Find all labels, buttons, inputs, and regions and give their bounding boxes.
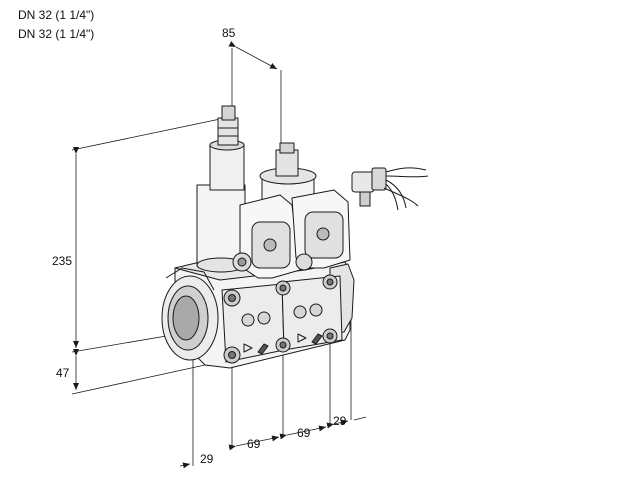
right-adjuster-nut: [275, 149, 299, 177]
right-adjuster-top: [279, 142, 295, 154]
left-column-lower: [196, 184, 246, 266]
dim-label-29-left: 29: [200, 452, 214, 466]
model-label-2: DN 32 (1 1/4"): [18, 27, 95, 41]
dim-line-69-1: [228, 435, 280, 451]
bolt-1-hole: [228, 294, 236, 302]
left-adjuster-top: [221, 105, 236, 121]
flow-arrow-icon-right: [297, 333, 307, 343]
bolt-5-hole: [326, 278, 334, 286]
dim-label-47: 47: [56, 366, 70, 380]
connector-housing: [351, 171, 375, 193]
dim-label-29-right: 29: [333, 414, 347, 428]
coil-lug-left-hole: [237, 257, 247, 267]
bolt-6-hole: [326, 332, 334, 340]
left-column-upper: [209, 144, 245, 191]
dimension-lines: [71, 41, 367, 469]
dim-label-85: 85: [222, 26, 236, 40]
ext-line-47-bottom: [71, 364, 206, 395]
test-port-1: [241, 313, 255, 327]
solenoid-screw-right: [316, 227, 330, 241]
connector-gland: [359, 191, 371, 207]
dim-label-69-2: 69: [297, 426, 311, 440]
bolt-4-hole: [279, 341, 287, 349]
left-adjuster-nut: [217, 117, 239, 146]
test-port-3: [293, 305, 307, 319]
inlet-port-bore: [172, 295, 200, 341]
dim-line-29-left: [179, 462, 191, 469]
dim-line-29-right-tail: [353, 416, 367, 421]
electrical-connector: [351, 167, 429, 211]
dim-label-235: 235: [52, 254, 72, 268]
header: DN 32 (1 1/4") DN 32 (1 1/4"): [18, 6, 94, 44]
solenoid-screw-left: [263, 238, 277, 252]
flow-marker-icon-left: [257, 343, 269, 355]
dim-line-69-2: [279, 425, 327, 440]
dim-label-69-1: 69: [247, 437, 261, 451]
ext-line-235-top: [71, 117, 226, 151]
bolt-3-hole: [279, 284, 287, 292]
dim-line-29-right: [326, 419, 349, 429]
model-label-1: DN 32 (1 1/4"): [18, 8, 95, 22]
flow-marker-icon-right: [311, 333, 323, 345]
connector-cap: [371, 167, 387, 191]
inlet-flange-hex: [165, 267, 215, 291]
test-port-2: [257, 311, 271, 325]
test-port-4: [309, 303, 323, 317]
connector-wires: [383, 167, 429, 211]
flow-arrow-icon-left: [243, 343, 253, 353]
dim-line-85: [228, 41, 278, 70]
valve-assembly: [161, 105, 355, 369]
coil-lug-right: [295, 253, 313, 271]
bolt-2-hole: [228, 351, 236, 359]
